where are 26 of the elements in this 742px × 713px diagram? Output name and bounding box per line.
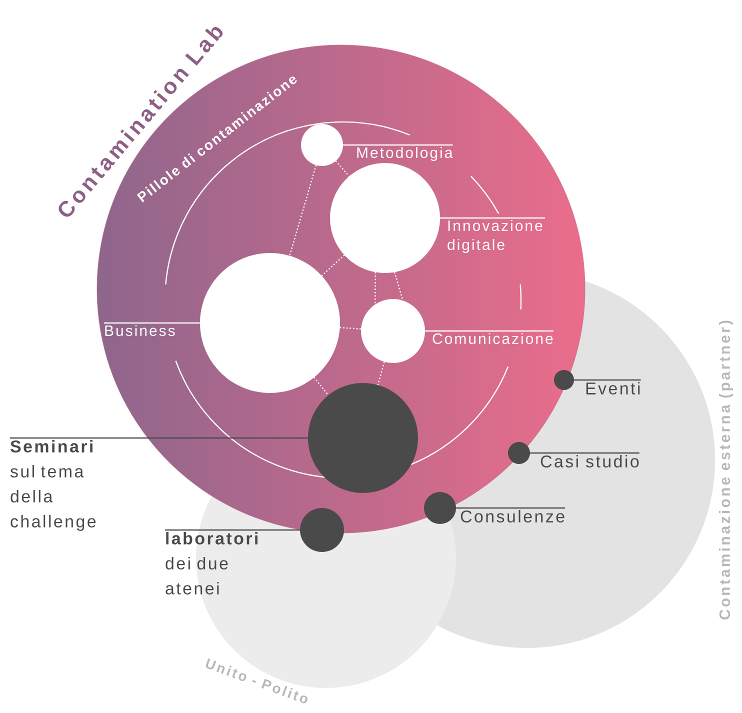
- dotted-line: [321, 254, 345, 276]
- circle: [508, 442, 530, 464]
- circle: [301, 124, 343, 166]
- circle-title: Contaminazione esterna (partner): [719, 320, 733, 620]
- dotted-line: [377, 362, 385, 386]
- circle-label: Seminari sul tema della challenge: [10, 440, 96, 531]
- dotted-line: [374, 272, 376, 304]
- circle-label: Business: [105, 325, 175, 336]
- circle-label: Innovazione digitale: [448, 220, 542, 253]
- circle: [300, 508, 344, 552]
- dotted-line: [335, 160, 350, 177]
- circle: [424, 492, 456, 524]
- circle: [200, 253, 340, 393]
- dotted-line: [314, 377, 329, 396]
- circle-label: Comunicazione: [432, 333, 553, 344]
- circle-label: Casi studio: [540, 455, 639, 468]
- dotted-line: [289, 164, 317, 256]
- circle: [330, 163, 440, 273]
- circle-label: laboratori dei due atenei: [166, 532, 258, 594]
- circle: [554, 370, 574, 390]
- dotted-line: [394, 272, 404, 301]
- circle: [361, 299, 425, 363]
- circle-label: Metodologia: [357, 147, 453, 161]
- circle-label: Eventi: [586, 382, 640, 394]
- dotted-line: [340, 326, 362, 330]
- circle-label: Consulenze: [460, 510, 564, 522]
